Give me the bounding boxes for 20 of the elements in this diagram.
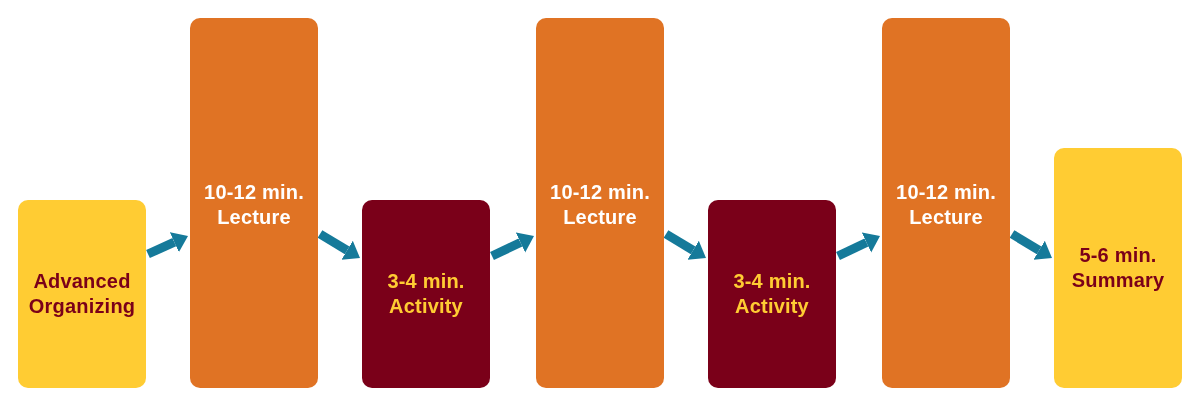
step-card <box>536 18 664 388</box>
step-label: 10-12 min. Lecture <box>895 180 997 230</box>
arrow <box>146 232 188 259</box>
step-label: 5-6 min. Summary <box>1070 243 1166 293</box>
step-card <box>1054 148 1182 388</box>
arrow <box>663 230 706 260</box>
step-label: 3-4 min. Activity <box>732 269 812 319</box>
arrow <box>317 230 360 260</box>
step-label: Advanced Organizing <box>27 269 137 319</box>
step-card <box>882 18 1010 388</box>
step-card <box>18 200 146 388</box>
step-card <box>190 18 318 388</box>
step-label: 10-12 min. Lecture <box>203 180 305 230</box>
step-card <box>362 200 490 388</box>
step-card <box>708 200 836 388</box>
step-label: 10-12 min. Lecture <box>549 180 651 230</box>
arrow <box>836 232 880 261</box>
arrow <box>490 232 534 261</box>
step-label: 3-4 min. Activity <box>386 269 466 319</box>
arrow <box>1009 230 1052 260</box>
